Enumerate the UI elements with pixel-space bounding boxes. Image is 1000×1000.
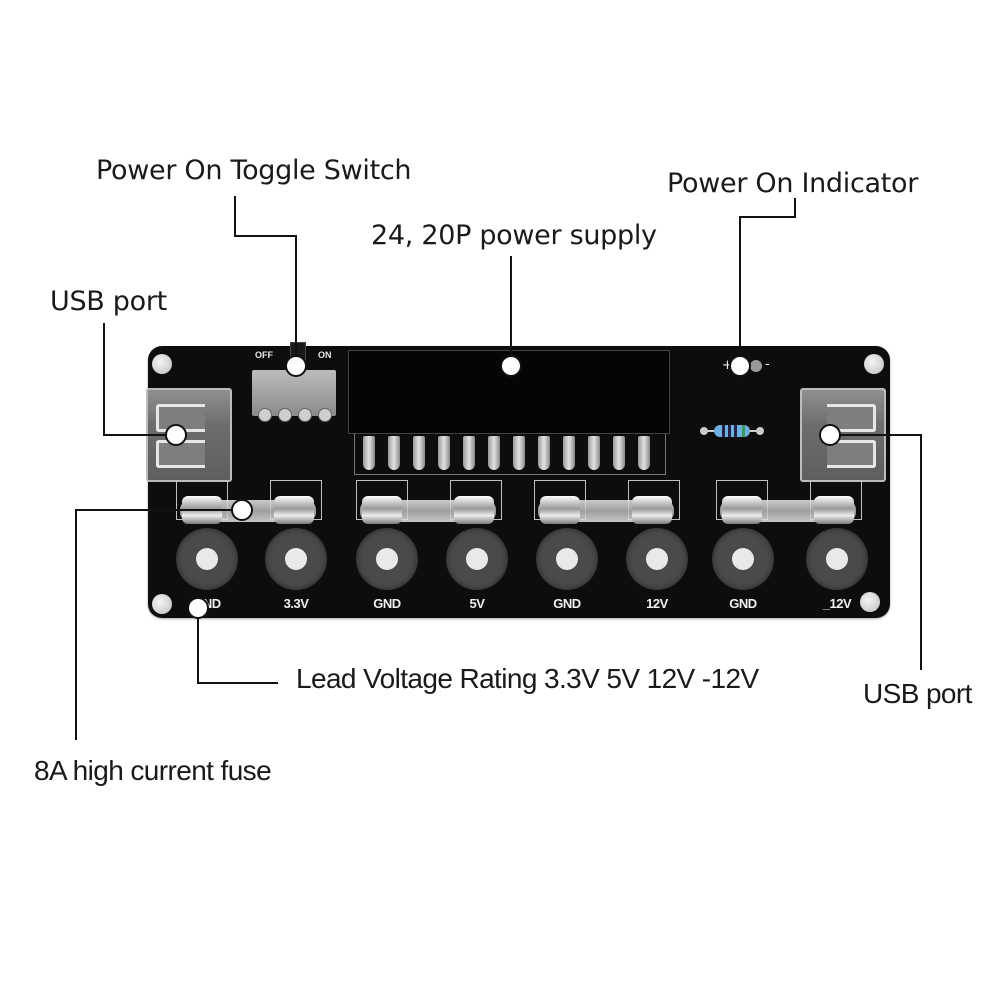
- fuse-clip: [362, 496, 402, 524]
- switch-pin: [318, 408, 332, 422]
- switch-off-label: OFF: [255, 350, 273, 360]
- leader-voltage-rating: [197, 610, 278, 684]
- terminal-hole: [285, 548, 307, 570]
- callout-power-indicator: Power On Indicator: [667, 168, 919, 199]
- atx-pin: [538, 436, 550, 470]
- resistor: [700, 425, 764, 437]
- binding-post-terminal[interactable]: [446, 528, 508, 590]
- terminal-label: _12V: [822, 596, 852, 611]
- atx-pin: [438, 436, 450, 470]
- atx-pin: [588, 436, 600, 470]
- terminal-label: 5V: [469, 596, 485, 611]
- terminal-hole: [826, 548, 848, 570]
- marker-voltage-rating: [187, 597, 209, 619]
- terminal-hole: [466, 548, 488, 570]
- callout-toggle-switch: Power On Toggle Switch: [96, 155, 412, 186]
- marker-fuse: [231, 499, 253, 521]
- marker-toggle-switch: [285, 355, 307, 377]
- switch-pin: [278, 408, 292, 422]
- atx-pin: [463, 436, 475, 470]
- binding-post-terminal[interactable]: [712, 528, 774, 590]
- power-led: [750, 360, 762, 372]
- atx-pin-row: [354, 434, 666, 475]
- mount-hole-bottom-left: [152, 594, 172, 614]
- terminal-hole: [646, 548, 668, 570]
- fuse-clip: [454, 496, 494, 524]
- switch-pin: [298, 408, 312, 422]
- terminal-hole: [732, 548, 754, 570]
- switch-on-label: ON: [318, 350, 332, 360]
- atx-pin: [513, 436, 525, 470]
- callout-atx-connector: 24, 20P power supply: [371, 220, 657, 251]
- marker-power-indicator: [729, 355, 751, 377]
- terminal-label: GND: [373, 596, 401, 611]
- led-minus-sign: -: [765, 357, 770, 372]
- atx-pin: [613, 436, 625, 470]
- terminal-label: GND: [553, 596, 581, 611]
- atx-pin: [388, 436, 400, 470]
- fuse-clip: [274, 496, 314, 524]
- mount-hole-top-right: [864, 354, 884, 374]
- fuse-clip: [182, 496, 222, 524]
- callout-fuse: 8A high current fuse: [34, 755, 272, 786]
- fuse-clip: [722, 496, 762, 524]
- marker-atx-connector: [500, 355, 522, 377]
- callout-usb-port-left: USB port: [50, 286, 167, 317]
- fuse-clip: [814, 496, 854, 524]
- terminal-label: GND: [729, 596, 757, 611]
- leader-toggle-switch: [234, 196, 297, 366]
- atx-pin: [563, 436, 575, 470]
- usb-port-right[interactable]: [800, 388, 886, 482]
- usb-port-left[interactable]: [146, 388, 232, 482]
- led-plus-sign: +: [722, 358, 733, 373]
- marker-usb-right: [819, 424, 841, 446]
- terminal-hole: [556, 548, 578, 570]
- marker-usb-left: [165, 424, 187, 446]
- binding-post-terminal[interactable]: [626, 528, 688, 590]
- callout-usb-port-right: USB port: [863, 678, 972, 709]
- fuse-clip: [632, 496, 672, 524]
- fuse-clip: [540, 496, 580, 524]
- leader-power-indicator: [739, 198, 796, 366]
- atx-pin: [363, 436, 375, 470]
- terminal-hole: [376, 548, 398, 570]
- mount-hole-top-left: [152, 354, 172, 374]
- terminal-hole: [196, 548, 218, 570]
- switch-pin: [258, 408, 272, 422]
- binding-post-terminal[interactable]: [536, 528, 598, 590]
- binding-post-terminal[interactable]: [265, 528, 327, 590]
- callout-voltage-rating: Lead Voltage Rating 3.3V 5V 12V -12V: [296, 663, 759, 694]
- terminal-label: 3.3V: [283, 596, 309, 611]
- binding-post-terminal[interactable]: [806, 528, 868, 590]
- binding-post-terminal[interactable]: [176, 528, 238, 590]
- terminal-label: 12V: [646, 596, 668, 611]
- atx-pin: [488, 436, 500, 470]
- binding-post-terminal[interactable]: [356, 528, 418, 590]
- atx-pin: [638, 436, 650, 470]
- atx-pin: [413, 436, 425, 470]
- toggle-switch[interactable]: [252, 370, 336, 422]
